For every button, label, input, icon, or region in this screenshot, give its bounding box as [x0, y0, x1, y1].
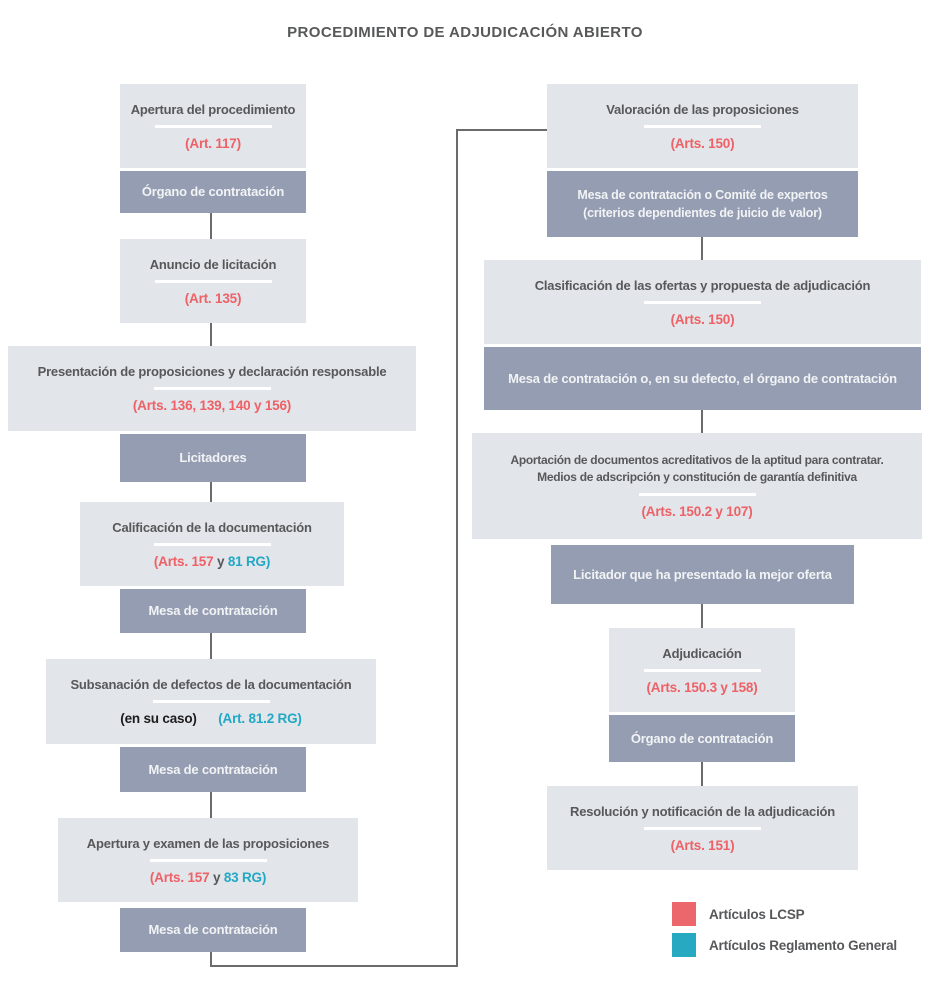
step-box-calificacion-documentacion: Calificación de la documentación (Arts. …	[80, 502, 344, 586]
legend-color-swatch-reglamento	[672, 933, 696, 957]
actor-label: Órgano de contratación	[141, 184, 285, 199]
divider-line	[643, 668, 761, 672]
connector-line	[701, 410, 703, 433]
step-title: Subsanación de defectos de la documentac…	[70, 677, 352, 692]
actor-box-organo-contratacion-1: Órgano de contratación	[120, 171, 306, 213]
article-ref-lcsp: (Arts. 150.3 y 158)	[646, 679, 758, 695]
step-title: Adjudicación	[662, 645, 742, 661]
divider-line	[154, 279, 272, 283]
step-box-adjudicacion: Adjudicación (Arts. 150.3 y 158)	[609, 628, 795, 712]
actor-label: Mesa de contratación	[148, 761, 278, 777]
connector-line	[210, 965, 458, 967]
legend-color-swatch-lcsp	[672, 902, 696, 926]
step-box-apertura-procedimiento: Apertura del procedimiento (Art. 117)	[120, 84, 306, 168]
actor-box-mesa-o-comite: Mesa de contratación o Comité de experto…	[547, 171, 858, 237]
step-title: Anuncio de licitación	[149, 256, 277, 272]
divider-line	[644, 124, 761, 128]
step-box-subsanacion-defectos: Subsanación de defectos de la documentac…	[46, 659, 376, 744]
connector-line	[210, 952, 212, 967]
divider-line	[644, 826, 761, 830]
connector-line	[456, 129, 458, 967]
divider-line	[638, 493, 756, 496]
actor-label-line2: (criterios dependientes de juicio de val…	[583, 206, 822, 220]
actor-label: Órgano de contratación	[630, 730, 774, 746]
legend-item-lcsp: Artículos LCSP	[672, 902, 805, 926]
article-ref-lcsp: (Art. 117)	[185, 135, 241, 151]
step-box-apertura-examen: Apertura y examen de las proposiciones (…	[58, 818, 358, 902]
divider-line	[153, 387, 271, 390]
legend-label-reglamento: Artículos Reglamento General	[709, 937, 897, 953]
divider-line	[644, 300, 761, 304]
connector-line	[701, 762, 703, 786]
actor-label: Mesa de contratación o, en su defecto, e…	[508, 370, 897, 386]
actor-box-mesa-o-organo: Mesa de contratación o, en su defecto, e…	[484, 347, 921, 410]
step-title: Apertura y examen de las proposiciones	[86, 835, 330, 851]
article-ref-lcsp: (Arts. 150.2 y 107)	[641, 504, 753, 519]
article-ref-rg: (Art. 81.2 RG)	[218, 711, 302, 726]
article-ref-separator: y	[216, 553, 225, 569]
article-ref-separator: y	[212, 869, 221, 885]
divider-line	[153, 542, 271, 546]
connector-line	[210, 792, 212, 818]
actor-box-mesa-contratacion-2: Mesa de contratación	[120, 747, 306, 792]
connector-line	[210, 213, 212, 239]
connector-line	[210, 323, 212, 346]
article-ref-lcsp: (Arts. 157	[149, 869, 210, 885]
actor-box-licitadores: Licitadores	[120, 434, 306, 482]
article-ref-lcsp: (Arts. 136, 139, 140 y 156)	[132, 398, 292, 413]
divider-line	[154, 124, 272, 128]
connector-line	[701, 604, 703, 628]
connector-line	[210, 633, 212, 659]
step-title: Apertura del procedimiento	[130, 101, 296, 117]
article-ref-rg: 81 RG)	[227, 553, 271, 569]
actor-label: Mesa de contratación	[148, 603, 278, 618]
step-box-valoracion-proposiciones: Valoración de las proposiciones (Arts. 1…	[547, 84, 858, 168]
actor-box-mesa-contratacion-1: Mesa de contratación	[120, 589, 306, 633]
step-box-presentacion-proposiciones: Presentación de proposiciones y declarac…	[8, 346, 416, 431]
step-box-clasificacion-ofertas: Clasificación de las ofertas y propuesta…	[484, 260, 921, 344]
article-ref-rg: 83 RG)	[223, 869, 267, 885]
article-ref-lcsp: (Arts. 157	[153, 553, 214, 569]
step-title: Resolución y notificación de la adjudica…	[570, 803, 835, 819]
article-ref-lcsp: (Art. 135)	[184, 290, 242, 306]
step-box-anuncio-licitacion: Anuncio de licitación (Art. 135)	[120, 239, 306, 323]
connector-line	[701, 237, 703, 260]
divider-line	[149, 858, 267, 862]
actor-box-licitador-mejor-oferta: Licitador que ha presentado la mejor ofe…	[551, 545, 854, 604]
connector-line	[458, 129, 547, 131]
step-title: Presentación de proposiciones y declarac…	[37, 364, 387, 379]
step-title-line2: Medios de adscripción y constitución de …	[537, 470, 857, 484]
connector-line	[210, 482, 212, 502]
legend-item-reglamento: Artículos Reglamento General	[672, 933, 897, 957]
step-title: Clasificación de las ofertas y propuesta…	[534, 277, 871, 293]
actor-box-mesa-contratacion-3: Mesa de contratación	[120, 908, 306, 952]
article-ref-lcsp: (Arts. 150)	[670, 135, 735, 151]
actor-label-line1: Mesa de contratación o Comité de experto…	[577, 188, 828, 202]
article-ref-lcsp: (Arts. 151)	[670, 837, 735, 853]
step-title: Valoración de las proposiciones	[606, 101, 799, 117]
divider-line	[152, 700, 270, 703]
article-ref-lcsp: (Arts. 150)	[670, 311, 735, 327]
legend-label-lcsp: Artículos LCSP	[709, 906, 805, 922]
step-title-line1: Aportación de documentos acreditativos d…	[510, 453, 884, 467]
actor-label: Mesa de contratación	[148, 922, 278, 937]
case-note: (en su caso)	[120, 711, 197, 726]
actor-label: Licitadores	[179, 450, 247, 465]
page-title: PROCEDIMIENTO DE ADJUDICACIÓN ABIERTO	[287, 24, 643, 41]
actor-box-organo-contratacion-2: Órgano de contratación	[609, 715, 795, 762]
step-title: Calificación de la documentación	[112, 519, 312, 535]
step-box-resolucion-notificacion: Resolución y notificación de la adjudica…	[547, 786, 858, 870]
actor-label: Licitador que ha presentado la mejor ofe…	[573, 566, 832, 582]
step-box-aportacion-documentos: Aportación de documentos acreditativos d…	[472, 433, 922, 539]
